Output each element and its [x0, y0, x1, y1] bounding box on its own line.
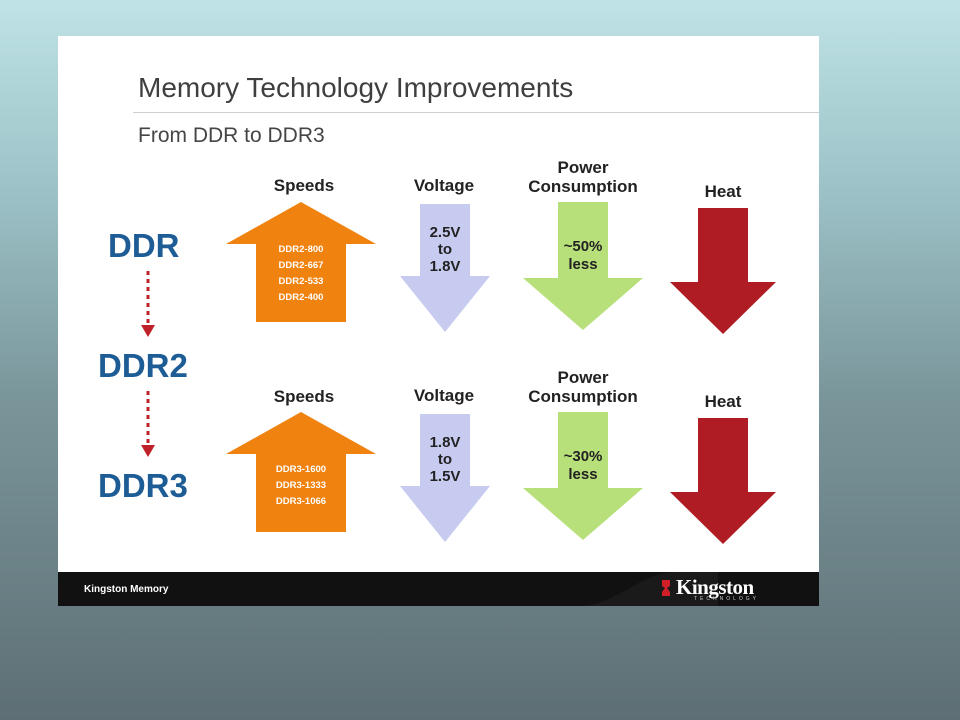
speed-item: DDR2-400 [278, 292, 324, 303]
speeds-header: Speeds [273, 176, 335, 195]
heat-down-arrow-icon [670, 418, 776, 544]
footer-brand-text: Kingston Memory [84, 584, 169, 595]
speeds-header: Speeds [273, 387, 335, 406]
generation-ddr3: DDR3 [98, 467, 188, 504]
kingston-logo-icon: Kingston TECHNOLOGY [660, 575, 790, 602]
voltage-header: Voltage [413, 176, 475, 195]
power-consumption-header: Power Consumption [528, 368, 638, 406]
voltage-value: 2.5V to 1.8V [429, 224, 461, 275]
speed-item: DDR2-800 [278, 244, 324, 255]
heat-header: Heat [704, 182, 742, 201]
power-value: ~30% less [563, 448, 603, 483]
power-down-arrow-icon [523, 202, 643, 330]
speed-item: DDR2-533 [278, 276, 324, 287]
logo-wordmark: Kingston [676, 575, 754, 599]
voltage-down-arrow-icon [400, 204, 490, 332]
generation-ddr2: DDR2 [98, 347, 188, 384]
power-down-arrow-icon [523, 412, 643, 540]
speed-item: DDR3-1066 [275, 496, 327, 507]
footer-accent-icon [578, 572, 718, 606]
power-consumption-header: Power Consumption [528, 158, 638, 196]
heat-header: Heat [704, 392, 742, 411]
speed-up-arrow-icon [226, 412, 376, 532]
speeds-list: DDR3-1600 DDR3-1333 DDR3-1066 [256, 462, 346, 510]
speed-item: DDR2-667 [278, 260, 324, 271]
heat-down-arrow-icon [670, 208, 776, 334]
slide-subtitle: From DDR to DDR3 [138, 124, 325, 147]
generation-ddr: DDR [108, 227, 180, 264]
kingston-head-icon [662, 580, 670, 596]
footer-bar: Kingston Memory Kingston TECHNOLOGY [58, 572, 819, 606]
speeds-list: DDR2-800 DDR2-667 DDR2-533 DDR2-400 [256, 242, 346, 306]
slide-title: Memory Technology Improvements [138, 72, 574, 103]
voltage-down-arrow-icon [400, 414, 490, 542]
logo-subtext: TECHNOLOGY [694, 596, 760, 602]
speed-up-arrow-icon [226, 202, 376, 322]
dotted-down-arrow-icon [141, 391, 155, 457]
speed-item: DDR3-1600 [275, 464, 327, 475]
dotted-down-arrow-icon [141, 271, 155, 337]
slide: Memory Technology Improvements From DDR … [58, 36, 819, 606]
power-value: ~50% less [563, 238, 603, 273]
title-divider [133, 112, 819, 113]
voltage-value: 1.8V to 1.5V [429, 434, 461, 485]
voltage-header: Voltage [413, 386, 475, 405]
speed-item: DDR3-1333 [275, 480, 327, 491]
